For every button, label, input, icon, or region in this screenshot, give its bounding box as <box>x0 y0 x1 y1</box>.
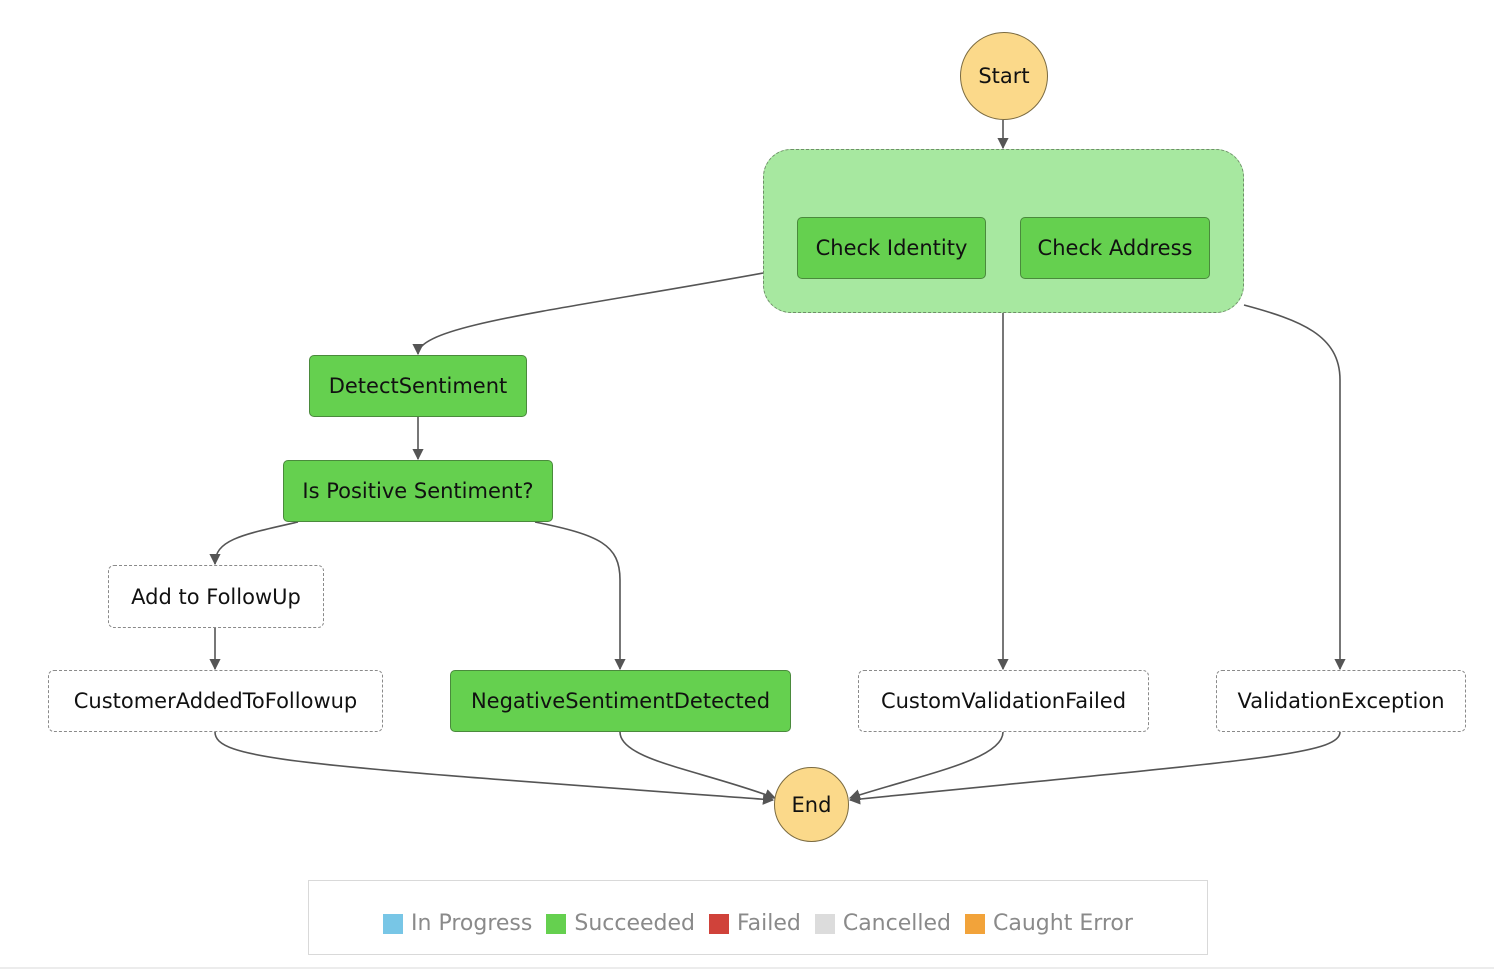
edge-parallel-to-validation-exception <box>1243 304 1346 671</box>
legend-swatch-succeeded <box>546 913 567 934</box>
custom-validation-failed-label: CustomValidationFailed <box>880 689 1127 713</box>
edge-customer-added-to-end <box>214 731 775 805</box>
detect-sentiment-label: DetectSentiment <box>328 374 508 398</box>
legend-failed: Failed <box>709 899 801 936</box>
legend-label-failed: Failed <box>737 911 801 936</box>
edge-is-positive-to-add-followup <box>209 521 299 566</box>
state-add-to-followup[interactable]: Add to FollowUp <box>108 565 324 628</box>
edge-validation-exception-to-end <box>848 731 1341 805</box>
negative-sentiment-detected-label: NegativeSentimentDetected <box>470 689 771 713</box>
legend-in-progress: In Progress <box>383 899 532 936</box>
legend-label-in-progress: In Progress <box>411 911 533 936</box>
edge-is-positive-to-negative-detected <box>534 521 626 671</box>
start-state[interactable]: Start <box>960 32 1048 120</box>
edge-negative-detected-to-end <box>619 731 777 800</box>
legend-swatch-failed <box>709 913 729 934</box>
state-negative-sentiment-detected[interactable]: NegativeSentimentDetected <box>450 670 791 732</box>
status-legend: In Progress Succeeded Failed Cancelled C… <box>308 880 1208 955</box>
add-to-followup-label: Add to FollowUp <box>131 584 301 609</box>
edge-custom-validation-to-end <box>848 731 1004 801</box>
state-validation-exception[interactable]: ValidationException <box>1216 670 1466 732</box>
start-label: Start <box>978 64 1030 88</box>
check-address-label: Check Address <box>1037 236 1193 260</box>
edge-parallel-to-detect-sentiment <box>412 272 764 356</box>
end-label: End <box>791 792 832 817</box>
customer-added-to-followup-label: CustomerAddedToFollowup <box>73 689 358 713</box>
state-is-positive-sentiment[interactable]: Is Positive Sentiment? <box>283 460 553 522</box>
state-check-identity[interactable]: Check Identity <box>797 217 986 279</box>
state-custom-validation-failed[interactable]: CustomValidationFailed <box>858 670 1149 732</box>
legend-succeeded: Succeeded <box>546 899 695 936</box>
legend-swatch-cancelled <box>814 913 835 934</box>
end-state[interactable]: End <box>774 767 849 842</box>
legend-caught-error: Caught Error <box>965 899 1133 936</box>
check-identity-label: Check Identity <box>815 236 968 260</box>
legend-label-cancelled: Cancelled <box>842 911 951 936</box>
state-customer-added-to-followup[interactable]: CustomerAddedToFollowup <box>48 670 383 732</box>
is-positive-sentiment-label: Is Positive Sentiment? <box>302 479 534 503</box>
legend-cancelled: Cancelled <box>814 899 951 936</box>
legend-label-caught-error: Caught Error <box>993 911 1133 936</box>
legend-swatch-caught-error <box>965 913 985 934</box>
state-detect-sentiment[interactable]: DetectSentiment <box>309 355 527 417</box>
footer-divider <box>0 967 1494 969</box>
state-check-address[interactable]: Check Address <box>1020 217 1210 279</box>
validation-exception-label: ValidationException <box>1237 689 1445 713</box>
legend-swatch-in-progress <box>383 913 404 934</box>
legend-label-succeeded: Succeeded <box>574 911 695 936</box>
